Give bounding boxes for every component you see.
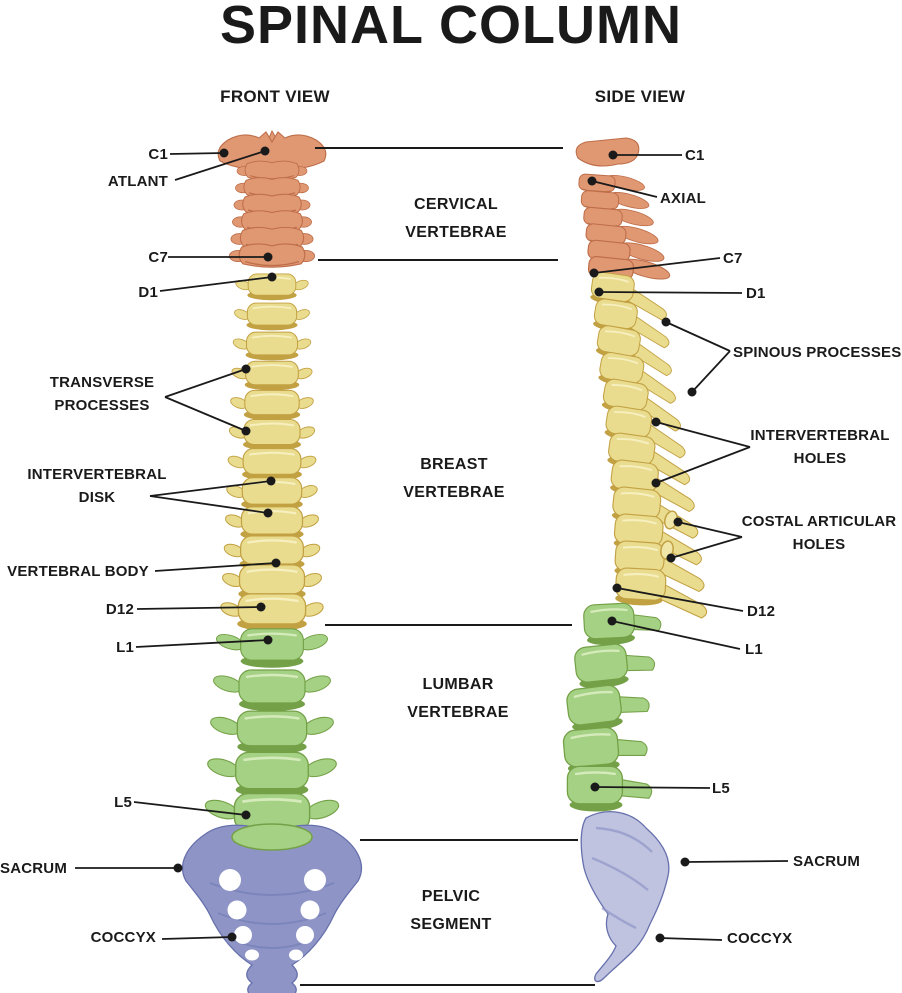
label-front-l5: L5 [114,794,132,811]
region-label-line: LUMBAR [422,676,494,693]
region-label-line: VERTEBRAE [405,224,507,241]
label-side-axial: AXIAL [660,190,706,207]
label-side-sacrum: SACRUM [793,853,861,870]
label-intervertebral-disk: INTERVERTEBRAL DISK [27,466,167,507]
c1-side [575,137,640,167]
lumbosacral-disk [231,823,313,851]
side-view-leader-lines [587,150,789,943]
label-front-d1: D1 [138,284,158,301]
front-view-illustration [181,129,363,993]
label-front-d12: D12 [105,601,134,618]
label-costal-articular-holes: COSTAL ARTICULAR HOLES [741,513,897,554]
region-label-lumbar-vertebrae: LUMBAR VERTEBRAE [397,671,519,727]
label-front-l1: L1 [116,639,134,656]
region-label-line: BREAST [420,456,488,473]
label-vertebral-body: VERTEBRAL BODY [7,563,149,580]
cervical-section-side [575,137,674,287]
section-divider-lines [300,147,595,986]
label-side-d12: D12 [747,603,776,620]
sacrum-front [181,823,363,993]
page-title: SPINAL COLUMN [219,0,682,55]
label-side-d1: D1 [746,285,766,302]
region-label-breast-vertebrae: BREAST VERTEBRAE [393,451,515,507]
region-label-line: VERTEBRAE [407,704,509,721]
region-label-line: CERVICAL [414,196,498,213]
label-side-l5: L5 [712,780,730,797]
label-transverse-processes: TRANSVERSE PROCESSES [49,374,155,415]
label-spinous-processes: SPINOUS PROCESSES [733,344,902,361]
cervical-section-front [217,129,327,268]
label-front-c1: C1 [148,146,168,163]
label-side-l1: L1 [745,641,763,658]
label-front-coccyx: COCCYX [90,929,156,946]
region-label-line: PELVIC [421,888,481,905]
side-view-illustration [561,137,710,983]
label-front-sacrum: SACRUM [0,860,68,877]
sacral-foramina [219,869,326,961]
label-intervertebral-holes: INTERVERTEBRAL HOLES [750,427,890,468]
label-front-atlant: ATLANT [107,173,168,190]
region-label-cervical-vertebrae: CERVICAL VERTEBRAE [395,191,517,247]
side-view-heading: SIDE VIEW [594,87,686,106]
front-view-leader-lines [75,146,281,942]
label-side-coccyx: COCCYX [727,930,793,947]
sacrum-side [580,811,670,983]
label-front-c7: C7 [148,249,168,266]
label-side-c7: C7 [723,250,743,267]
label-side-c1: C1 [685,147,705,164]
front-view-heading: FRONT VIEW [220,87,330,106]
region-label-pelvic-segment: PELVIC SEGMENT [397,883,505,939]
region-label-line: SEGMENT [410,916,492,933]
region-label-line: VERTEBRAE [403,484,505,501]
